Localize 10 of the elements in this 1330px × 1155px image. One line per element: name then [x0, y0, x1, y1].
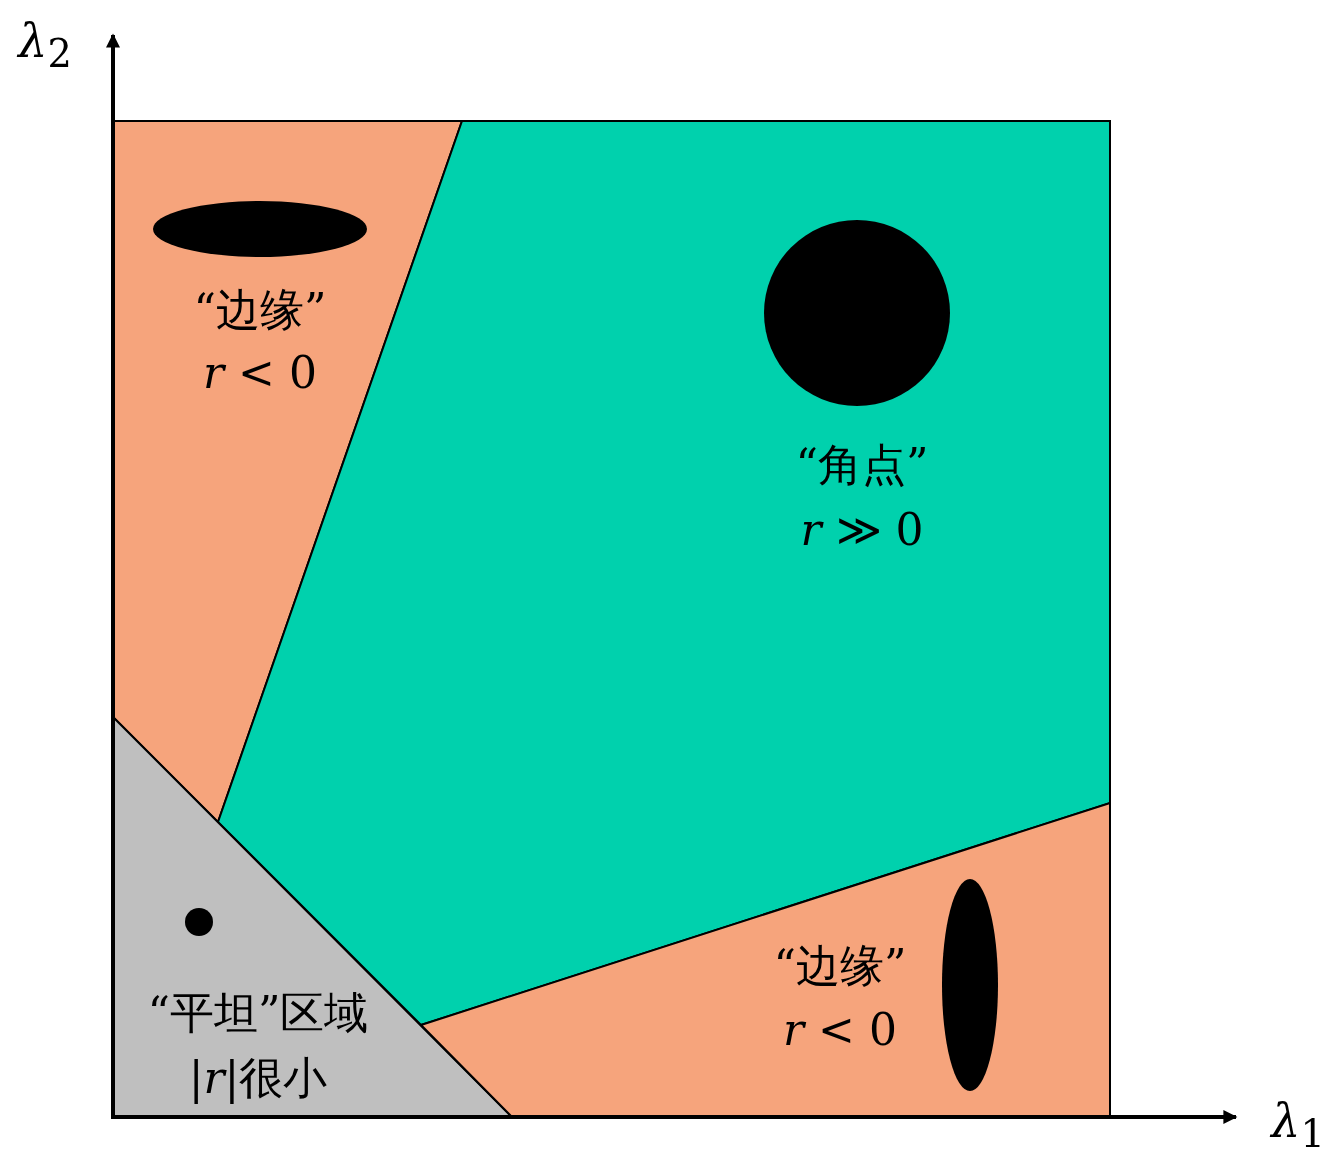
axis-label: λ$_{1}$ — [1271, 1093, 1325, 1155]
axis-label: λ$_{2}$ — [18, 13, 72, 77]
region-title: “平坦”区域 — [147, 988, 369, 1038]
region-title: “角点” — [795, 440, 929, 490]
region-title: “边缘” — [773, 941, 907, 991]
formula-label: r < 0 — [783, 1005, 897, 1055]
formula-label: r ≫ 0 — [800, 505, 924, 555]
formula-label: |r|很小 — [188, 1053, 328, 1103]
region-title: “边缘” — [193, 285, 327, 335]
formula-label: r < 0 — [203, 348, 317, 398]
